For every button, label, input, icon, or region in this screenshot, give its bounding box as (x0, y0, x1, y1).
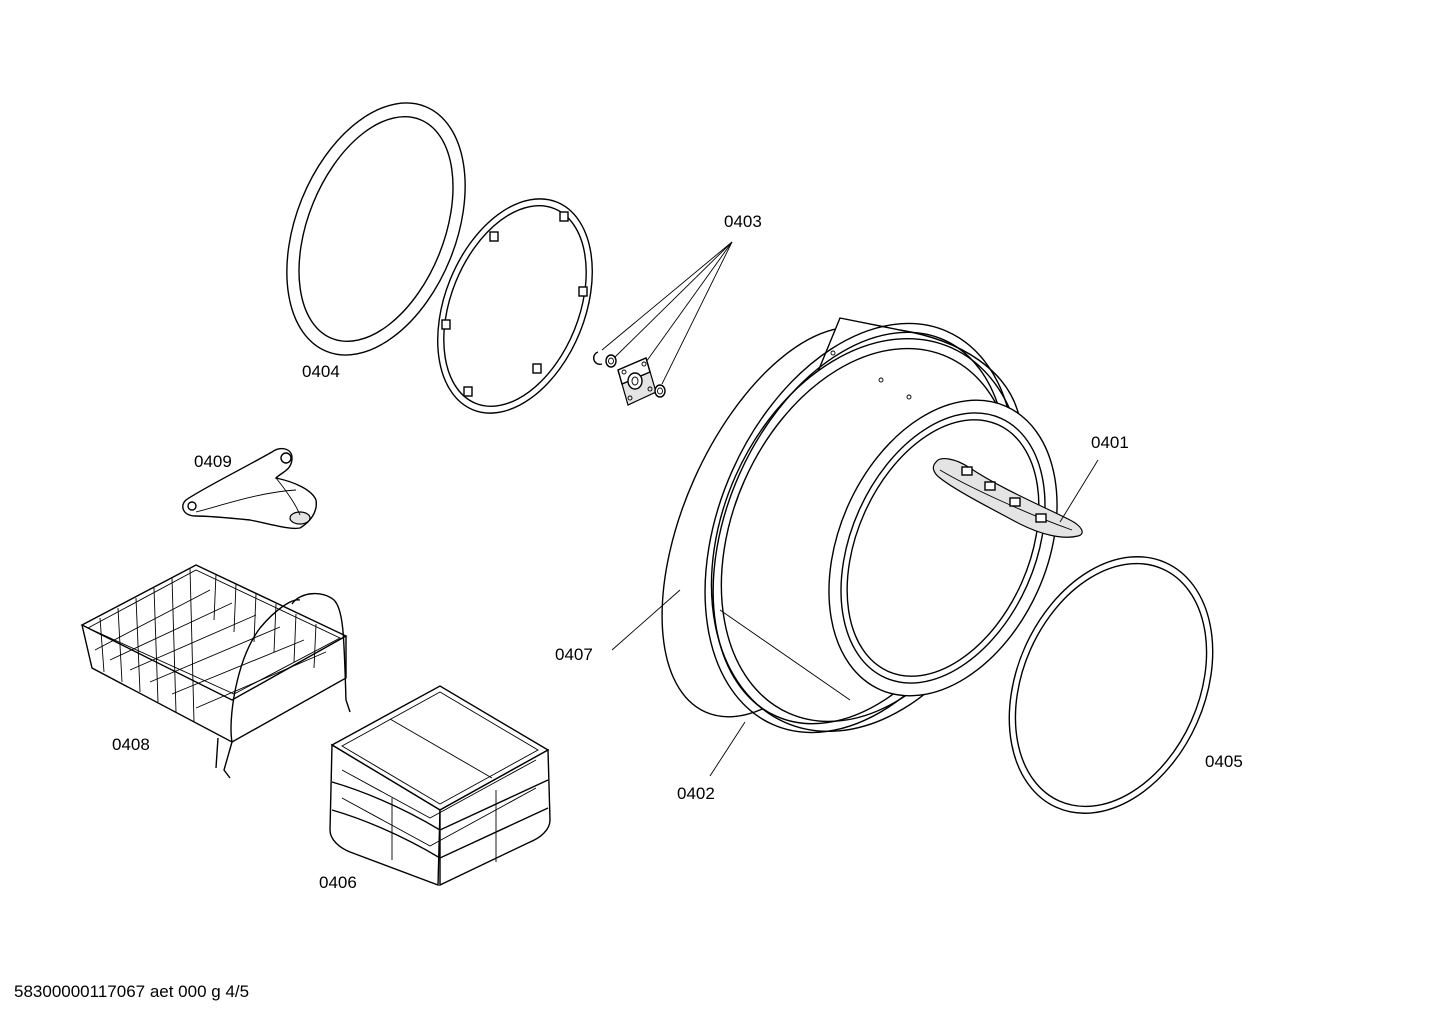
label-0405: 0405 (1205, 752, 1243, 771)
label-0404: 0404 (302, 362, 340, 381)
part-0403-bearing-kit (592, 241, 733, 406)
label-0401: 0401 (1091, 433, 1129, 452)
part-0406-filter-box (329, 685, 551, 887)
part-0409-support-arm (182, 447, 317, 530)
part-0404-door-seal (286, 102, 466, 356)
leader-0402 (709, 721, 746, 777)
label-0407: 0407 (555, 645, 593, 664)
label-0408: 0408 (112, 735, 150, 754)
label-0402: 0402 (677, 784, 715, 803)
part-0404-clip-ring (437, 198, 593, 414)
leader-0407 (611, 589, 681, 651)
label-0406: 0406 (319, 873, 357, 892)
part-0408-drying-rack (80, 564, 351, 779)
part-0401-drum-front (828, 399, 1099, 697)
label-0403: 0403 (724, 212, 762, 231)
document-code: 58300000117067 aet 000 g 4/5 (14, 982, 250, 1001)
label-0409: 0409 (194, 452, 232, 471)
part-0405-rear-seal (1008, 556, 1214, 814)
